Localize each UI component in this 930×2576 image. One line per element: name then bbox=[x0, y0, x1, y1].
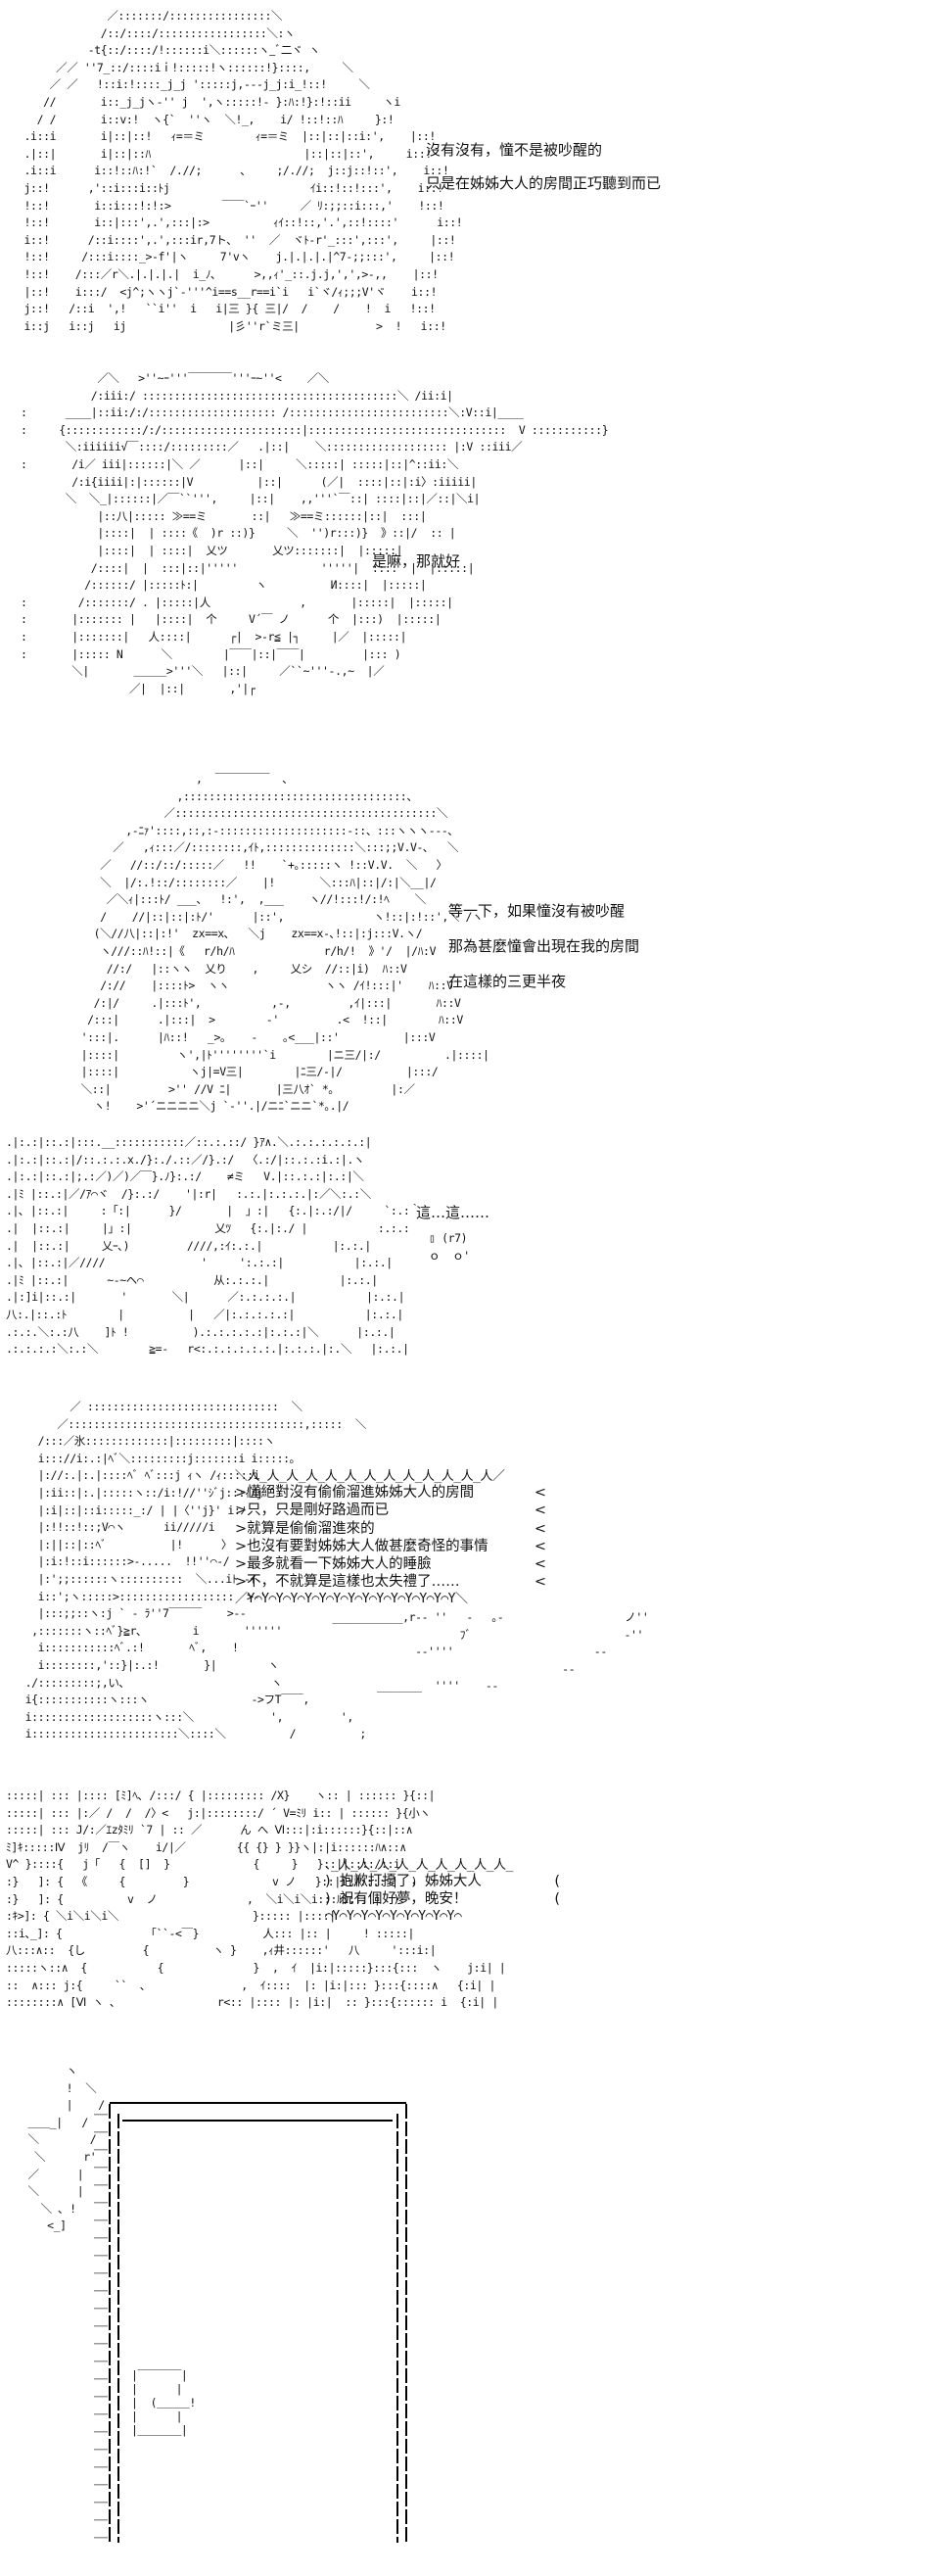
thought-bubble: ＼人_人_人_人_人_人_人_人_人_人_人_人_人／ >懂絕對沒有偷偷溜進姊姊… bbox=[235, 1469, 546, 1606]
door-frame-left-outer bbox=[109, 2104, 111, 2543]
bubble-line: >只，只是剛好路過而已< bbox=[235, 1503, 546, 1519]
bubble-top-edge: ＼人_人_人_人_人_人_人_人_人_人_人_人_人／ bbox=[235, 1469, 505, 1484]
bubble-line: >懂絕對沒有偷偷溜進姊姊大人的房間< bbox=[235, 1485, 546, 1501]
bubble-line: >也沒有要對姊姊大人做甚麼奇怪的事情< bbox=[235, 1538, 546, 1554]
door-frame-right-outer bbox=[405, 2104, 407, 2543]
speech-bubble: ､_人_人_人_人_人_人_人_人_人_ ) 抱歉打擾了，姊姊大人( ) 祝有個… bbox=[325, 1858, 560, 1924]
dialogue-line: 那為甚麼憧會出現在我的房間 bbox=[448, 937, 640, 955]
motion-trail-art: ___________,r‐‐ '' ‐ ｡‐ ノ'' ﾌﾞ ‐'' ‐‐'''… bbox=[332, 1610, 649, 1693]
door-frame-left-inner bbox=[117, 2114, 119, 2543]
bubble-bottom-edge: ⌒Y⌒Y⌒Y⌒Y⌒Y⌒Y⌒Y⌒Y⌒Y⌒ bbox=[325, 1908, 462, 1924]
ascii-art-panel-2: ／＼ >''~ｰ'''￣￣￣￣'''ｰ~''< ／＼ /:iii:/ :::::… bbox=[21, 371, 609, 695]
door-handle-art: |￣￣￣￣| | | | (＿＿＿! | | |＿＿＿＿| bbox=[131, 2368, 196, 2437]
small-face-art: ▯ (r7) ｏ ｏ' bbox=[429, 1231, 470, 1263]
ascii-art-panel-6: :::::| ::: |:::: [ﾐ]ﾍ､ /:::/ { |::::::::… bbox=[6, 1789, 506, 2010]
bubble-line: ) 抱歉打擾了，姊姊大人( bbox=[325, 1874, 560, 1889]
bubble-line: >最多就看一下姊姊大人的睡臉< bbox=[235, 1556, 546, 1573]
bubble-line: >不，不就算是這樣也太失禮了……< bbox=[235, 1574, 546, 1591]
dialogue-line: 在這樣的三更半夜 bbox=[448, 973, 567, 990]
walking-figure-art: ヽ ! ＼ | / ＿＿_| / ＼ / ＼ r' ／ | ＼ | ＼ ､ ! … bbox=[27, 2064, 106, 2233]
ascii-art-panel-1: ／:::::::/::::::::::::::::＼ /::/::::/::::… bbox=[23, 9, 463, 333]
bubble-line: >就算是偷偷溜進來的< bbox=[235, 1520, 546, 1537]
ascii-art-panel-5: ／ :::::::::::::::::::::::::::::: ＼ ／::::… bbox=[24, 1400, 367, 1741]
door-frame-top bbox=[110, 2102, 406, 2104]
dialogue-line: 是嘛，那就好 bbox=[372, 552, 461, 570]
dialogue-line: 這…這…… bbox=[416, 1204, 490, 1221]
bubble-bottom-edge: ／Y⌒Y⌒Y⌒Y⌒Y⌒Y⌒Y⌒Y⌒Y⌒Y⌒Y⌒Y⌒Y⌒Y⌒Y＼ bbox=[235, 1591, 468, 1606]
door-inner-top bbox=[122, 2120, 393, 2122]
bubble-top-edge: ､_人_人_人_人_人_人_人_人_人_ bbox=[325, 1858, 513, 1873]
door-shading bbox=[94, 2106, 108, 2543]
ascii-art-panel-4: .|:.:|::.:|:::.__:::::::::::／::.:.::/ }ｱ… bbox=[6, 1135, 421, 1357]
dialogue-line: 只是在姊姊大人的房間正巧聽到而已 bbox=[426, 174, 662, 192]
bubble-line: ) 祝有個好夢，晚安！( bbox=[325, 1891, 560, 1908]
door-frame-right-inner bbox=[396, 2114, 398, 2543]
dialogue-line: 等一下，如果憧沒有被吵醒 bbox=[448, 902, 626, 920]
ascii-art-panel-3: , ￣￣￣￣￣ 、 ,:::::::::::::::::::::::::::::… bbox=[80, 772, 489, 1114]
dialogue-line: 沒有沒有，憧不是被吵醒的 bbox=[426, 141, 603, 159]
